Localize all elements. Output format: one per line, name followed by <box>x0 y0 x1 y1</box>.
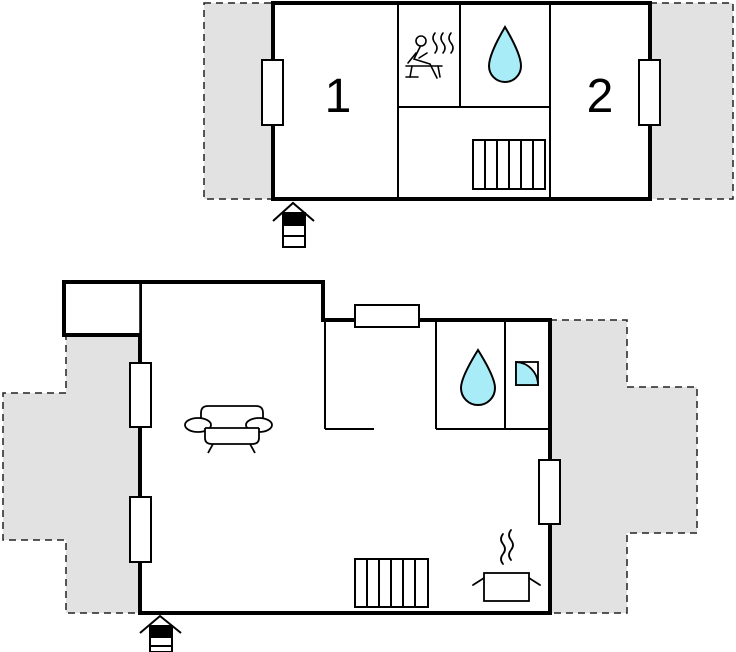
lower-annex <box>62 280 140 337</box>
stairs-icon <box>472 139 546 190</box>
water-drop-icon-lower <box>459 348 497 406</box>
upper-interior-walls <box>397 3 551 199</box>
lower-floor <box>2 280 698 652</box>
terrace-lower-right <box>549 319 698 614</box>
window-upper-right <box>638 59 661 126</box>
entrance-arrow-icon <box>272 201 315 248</box>
window-upper-left <box>261 59 284 126</box>
room-label-1: 1 <box>325 70 352 123</box>
upper-floor-outline <box>271 1 652 201</box>
sauna-icon <box>405 32 454 79</box>
window-lower-left-2 <box>129 496 152 563</box>
room-label-2: 2 <box>587 70 614 123</box>
window-lower-right <box>538 459 561 525</box>
lower-floor-outline <box>138 280 552 615</box>
window-lower-top <box>354 304 420 328</box>
upper-floor: 1 2 <box>203 1 734 248</box>
shower-icon <box>515 361 539 386</box>
cooking-pot-icon <box>472 529 541 602</box>
window-lower-left-1 <box>129 362 152 428</box>
stairs-icon-lower <box>354 558 429 608</box>
terrace-right <box>649 2 734 200</box>
entrance-arrow-icon-lower <box>139 614 182 652</box>
terrace-lower-left <box>2 334 141 614</box>
sofa-icon <box>184 405 273 454</box>
lower-interior-walls <box>324 320 550 430</box>
water-drop-icon <box>487 25 523 83</box>
